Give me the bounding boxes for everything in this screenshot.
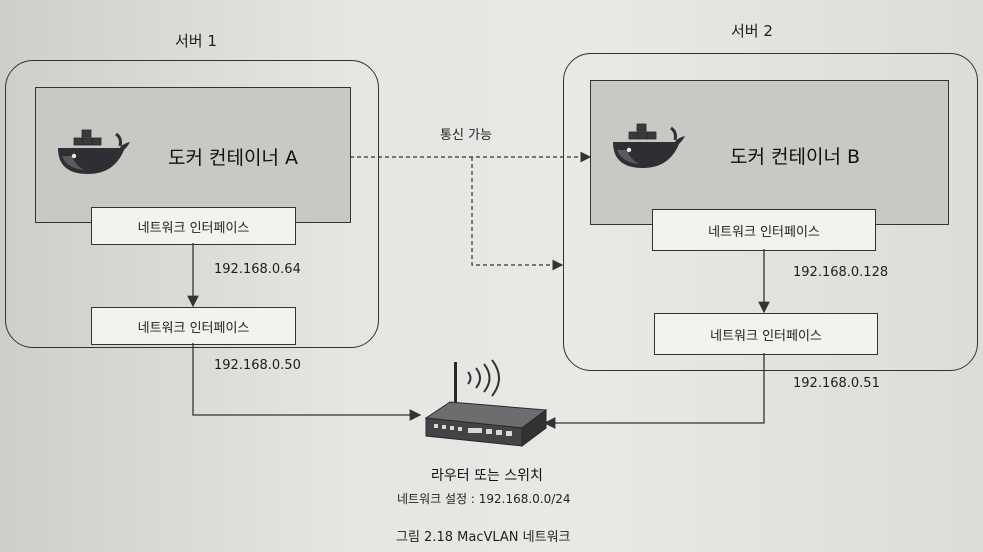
dashed-link-server2 [471, 157, 564, 271]
router-setting: 네트워크 설정 : 192.168.0.0/24 [397, 492, 571, 506]
server2-label: 서버 2 [731, 22, 773, 40]
server2-outer-ip: 192.168.0.51 [793, 376, 880, 391]
router-icon [424, 359, 548, 447]
docker-whale-icon [613, 123, 685, 168]
server1-outer-ip: 192.168.0.50 [214, 358, 301, 373]
server1-inner-nic: 네트워크 인터페이스 [91, 207, 296, 245]
server1-outer-nic: 네트워크 인터페이스 [91, 307, 296, 345]
server2-router-link [543, 353, 765, 429]
container-b-title: 도커 컨테이너 B [730, 146, 860, 168]
link-label: 통신 가능 [440, 128, 492, 143]
server1-router-link [192, 343, 422, 421]
server1-inner-ip: 192.168.0.64 [214, 262, 301, 277]
server1-label: 서버 1 [175, 32, 217, 50]
container-a-title: 도커 컨테이너 A [168, 147, 298, 169]
server1-box [5, 60, 379, 348]
server2-outer-nic: 네트워크 인터페이스 [654, 313, 878, 355]
figure-caption: 그림 2.18 MacVLAN 네트워크 [396, 530, 571, 545]
router-label: 라우터 또는 스위치 [431, 468, 543, 484]
docker-whale-icon [58, 129, 130, 174]
server2-inner-ip: 192.168.0.128 [793, 265, 889, 280]
server2-box [563, 53, 978, 371]
